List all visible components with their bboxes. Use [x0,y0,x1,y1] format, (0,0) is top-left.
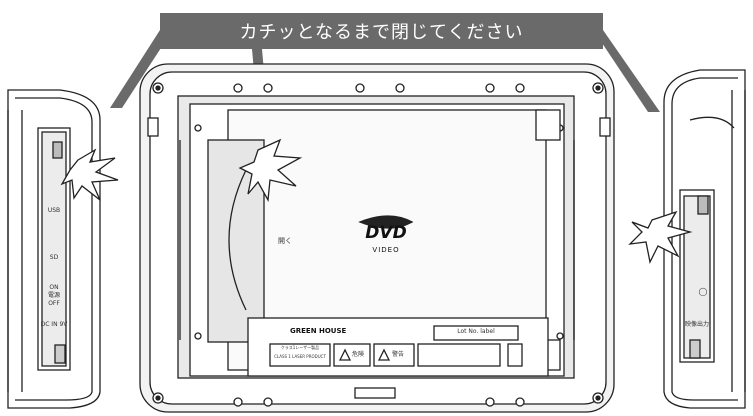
instruction-text: カチッとなるまで閉じてください [239,22,524,43]
center-device [139,63,615,413]
right-click-burst [628,210,693,264]
headphone-icon: ◯ [698,287,708,296]
open-label: 開く [278,237,292,245]
sd-label: SD [49,254,59,261]
laser-en-label: CLASS 1 LASER PRODUCT [274,354,326,359]
usb-label: USB [47,207,61,214]
center-click-burst [238,138,303,203]
brand-label: GREEN HOUSE [290,327,347,335]
right-side-view [663,69,746,409]
danger-label: 危険 [352,351,365,358]
on-label: ON [49,284,59,291]
dvd-logo: DVD [365,223,407,243]
dvd-video-label: VIDEO [372,246,400,254]
left-side-view [7,89,101,409]
instruction-banner: カチッとなるまで閉じてください [160,13,603,49]
warning-label: 警告 [392,351,405,358]
laser-jp-label: クラス1レーザー製品 [280,345,320,350]
power-label: 電源 [47,292,60,299]
lot-number-label: Lot No. label [457,328,495,335]
video-out-label: 映像出力 [684,321,709,328]
dc-in-label: DC IN 9V [40,321,68,328]
left-click-burst [60,148,119,201]
off-label: OFF [48,300,60,307]
